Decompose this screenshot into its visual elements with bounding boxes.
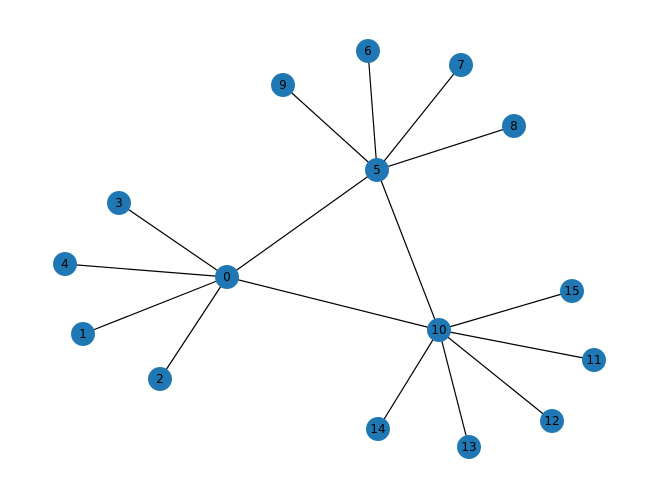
node-1: 1 [71,322,95,346]
node-15: 15 [560,279,584,303]
node-10: 10 [427,318,451,342]
node-circle [356,39,380,63]
node-12: 12 [540,409,564,433]
node-circle [148,367,172,391]
edge-10-15 [438,290,573,331]
node-label: 14 [370,422,385,436]
edge-10-14 [377,329,440,430]
edge-5-6 [367,50,378,171]
node-circle [560,279,584,303]
node-label: 8 [510,119,518,133]
node-6: 6 [356,39,380,63]
node-11: 11 [582,348,606,372]
node-circle [449,53,473,77]
edge-0-5 [226,169,378,278]
node-7: 7 [449,53,473,77]
node-circle [107,191,131,215]
edge-10-11 [438,329,595,361]
node-label: 15 [564,284,579,298]
node-circle [540,409,564,433]
edges-layer [64,50,595,448]
node-label: 5 [373,163,381,177]
node-label: 2 [156,372,164,386]
node-14: 14 [366,417,390,441]
edge-5-7 [376,64,462,171]
node-5: 5 [365,158,389,182]
edge-5-9 [282,84,378,171]
node-circle [502,114,526,138]
node-0: 0 [215,265,239,289]
node-3: 3 [107,191,131,215]
node-4: 4 [53,252,77,276]
edge-0-10 [226,276,440,331]
node-circle [365,158,389,182]
edge-0-1 [82,276,228,335]
node-label: 4 [61,257,69,271]
edge-0-2 [159,276,228,380]
node-label: 9 [279,78,287,92]
node-circle [215,265,239,289]
node-label: 6 [364,44,372,58]
node-circle [427,318,451,342]
node-circle [271,73,295,97]
edge-0-4 [64,263,228,278]
node-label: 13 [461,440,476,454]
node-13: 13 [457,435,481,459]
node-circle [457,435,481,459]
node-label: 7 [457,58,465,72]
node-circle [71,322,95,346]
node-8: 8 [502,114,526,138]
edge-10-13 [438,329,470,448]
node-label: 12 [544,414,559,428]
node-label: 11 [586,353,601,367]
node-circle [366,417,390,441]
edge-0-3 [118,202,228,278]
node-circle [53,252,77,276]
node-label: 1 [79,327,87,341]
node-label: 3 [115,196,123,210]
edge-5-10 [376,169,440,331]
node-2: 2 [148,367,172,391]
node-9: 9 [271,73,295,97]
edge-10-12 [438,329,553,422]
node-label: 10 [431,323,446,337]
edge-5-8 [376,125,515,171]
node-circle [582,348,606,372]
node-label: 0 [223,270,231,284]
